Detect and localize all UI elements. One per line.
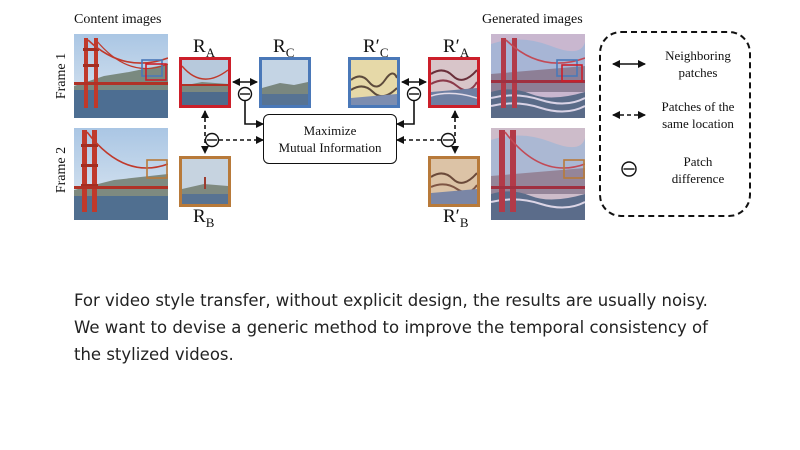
generated-image-frame1 [491, 34, 585, 118]
maximize-mutual-information-box: Maximize Mutual Information [263, 114, 397, 164]
caption-line1: For video style transfer, without explic… [74, 291, 708, 310]
mmi-line1: Maximize [303, 123, 357, 138]
minus-circle-icon-right-top [406, 86, 422, 102]
caption: For video style transfer, without explic… [74, 287, 764, 368]
legend-neighboring-patches: Neighboring patches [665, 48, 731, 80]
patch-label-rc: RC [273, 36, 295, 60]
content-image-frame2 [74, 128, 168, 220]
patch-rc [259, 57, 311, 108]
legend-same-location: Patches of the same location [661, 99, 735, 131]
patch-ra-prime [428, 57, 480, 108]
patch-label-ra-prime: R′A [443, 36, 470, 60]
legend-box [599, 31, 751, 217]
diff-link-right-solid [396, 94, 415, 128]
minus-circle-icon-left-mid [204, 132, 220, 148]
generated-image-frame2 [491, 128, 585, 220]
diff-link-left-solid [244, 94, 264, 128]
patch-rb-prime [428, 156, 480, 207]
patch-ra [179, 57, 231, 108]
caption-line3: the stylized videos. [74, 345, 234, 364]
generated-images-label: Generated images [482, 12, 583, 27]
caption-line2: We want to devise a generic method to im… [74, 318, 708, 337]
content-images-label: Content images [74, 12, 162, 27]
legend-minus-circle-icon [621, 161, 637, 177]
minus-circle-icon-left-top [237, 86, 253, 102]
patch-rb [179, 156, 231, 207]
patch-label-rb-prime: R′B [443, 206, 469, 230]
content-image-frame1 [74, 34, 168, 118]
legend-patch-difference: Patch difference [671, 154, 725, 186]
mmi-line2: Mutual Information [278, 140, 382, 155]
minus-circle-icon-right-mid [440, 132, 456, 148]
patch-label-rc-prime: R′C [363, 36, 389, 60]
patch-label-rb: RB [193, 206, 215, 230]
patch-label-ra: RA [193, 36, 216, 60]
patch-rc-prime [348, 57, 400, 108]
